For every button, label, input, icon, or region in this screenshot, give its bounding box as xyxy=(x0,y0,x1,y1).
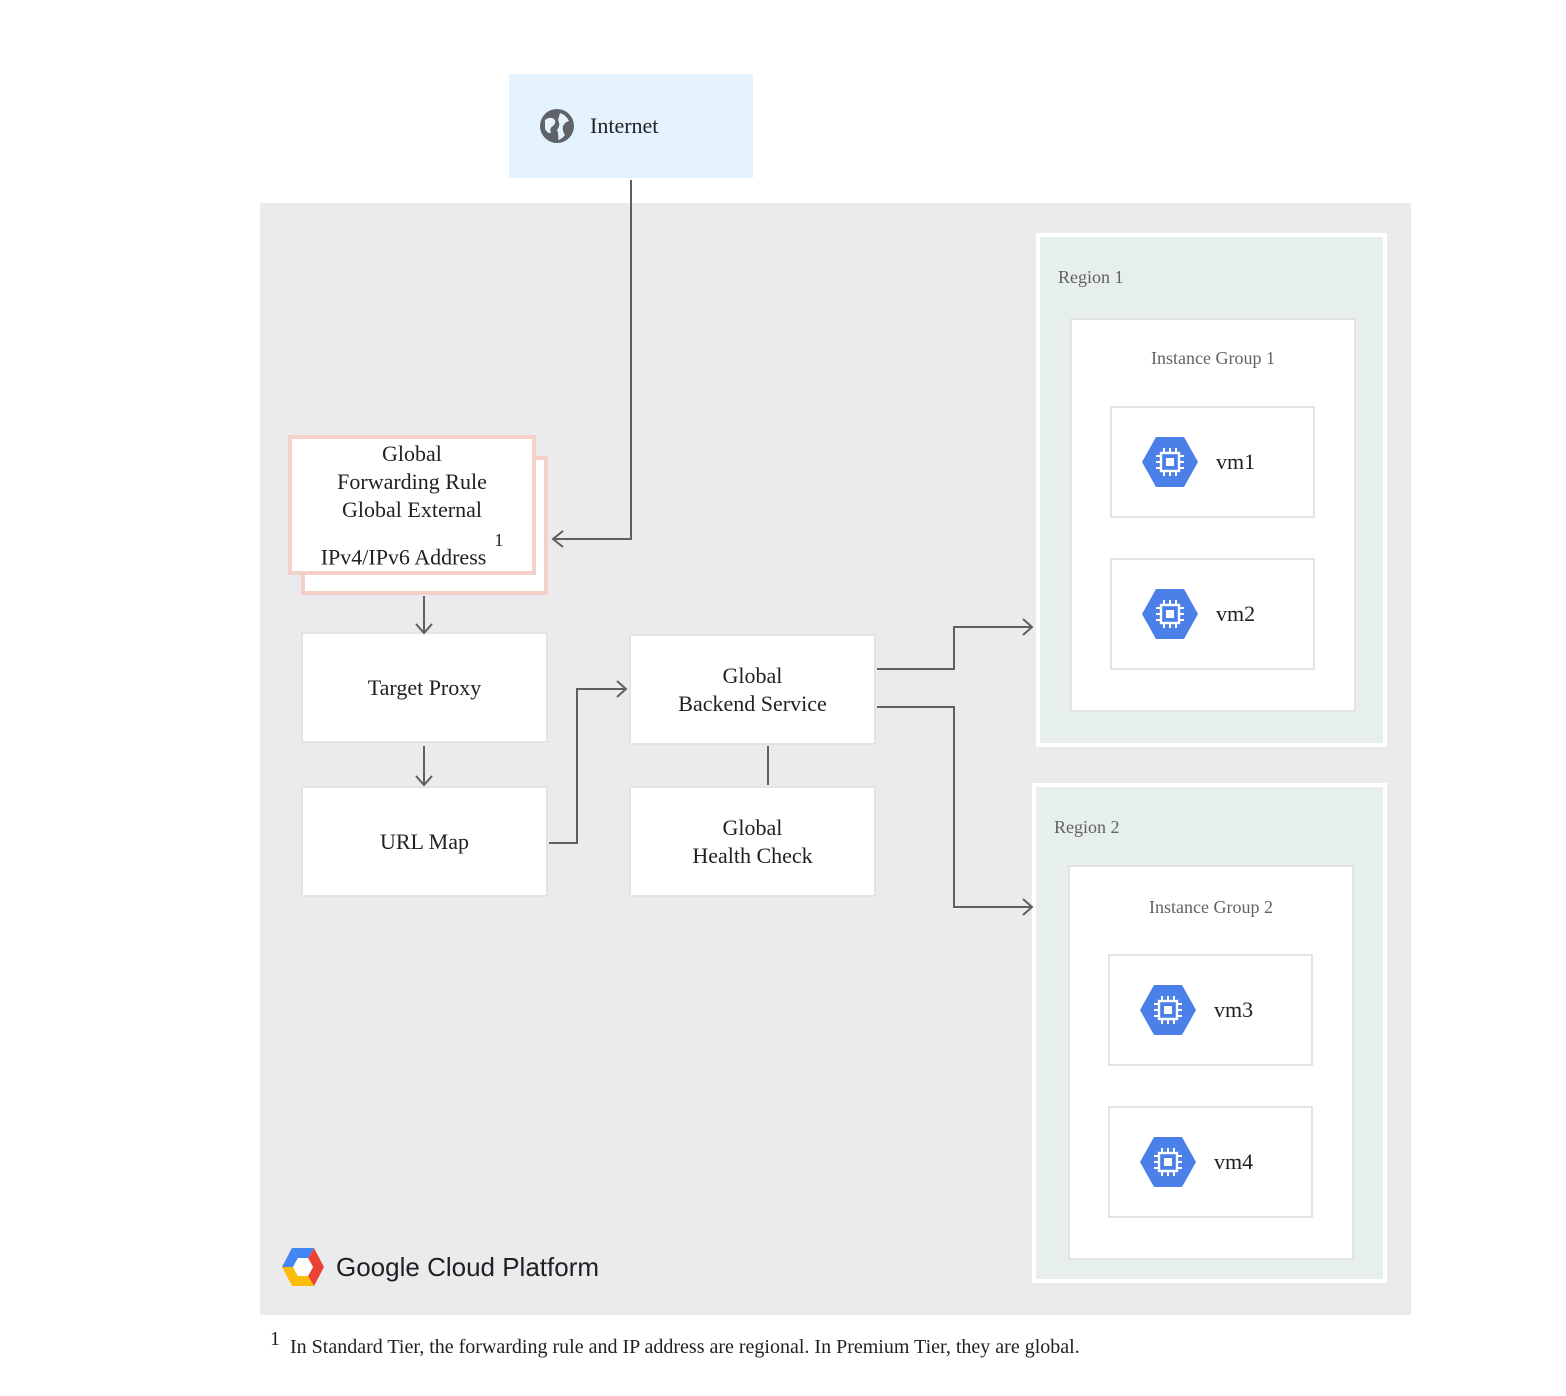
compute-engine-icon xyxy=(1140,985,1196,1035)
region-1-label: Region 1 xyxy=(1058,267,1124,287)
forwarding-rule-address-row: IPv4/IPv6 Address 1 xyxy=(292,530,532,571)
instance-group-2-label: Instance Group 2 xyxy=(1149,897,1273,917)
gcp-brand-label: Google Cloud Platform xyxy=(336,1251,600,1282)
health-check-line1: Global xyxy=(722,814,783,840)
forwarding-rule-footnote-mark: 1 xyxy=(494,530,504,550)
arrowhead xyxy=(1022,618,1034,636)
backend-service-line1: Global xyxy=(722,662,783,688)
vm-node: vm2 xyxy=(1110,558,1315,670)
gcp-brand: Google Cloud Platform xyxy=(280,1246,599,1288)
instance-group-1-label: Instance Group 1 xyxy=(1151,348,1275,368)
forwarding-rule-line1: Global xyxy=(382,441,442,466)
vm-label: vm1 xyxy=(1216,449,1256,474)
arrowhead xyxy=(551,530,564,548)
arrowhead xyxy=(1022,898,1034,916)
backend-service-to-region-2-arrow xyxy=(877,706,1032,908)
vm-node: vm4 xyxy=(1108,1106,1313,1218)
footnote-mark: 1 xyxy=(270,1328,280,1350)
target-proxy-node: Target Proxy xyxy=(301,632,548,743)
internet-label: Internet xyxy=(590,113,659,138)
forwarding-rule-line2: Forwarding Rule xyxy=(337,469,487,494)
backend-service-line2: Backend Service xyxy=(678,690,827,716)
forwarding-rule-node xyxy=(288,435,536,575)
url-map-label: URL Map xyxy=(379,828,469,854)
region-1: Region 1 Instance Group 1 vm1 vm2 xyxy=(1036,233,1387,747)
health-check-node: Global Health Check xyxy=(629,786,876,897)
internet-node: Internet xyxy=(509,74,753,178)
arrowhead xyxy=(415,775,433,787)
vm-node: vm1 xyxy=(1110,406,1315,518)
forwarding-rule-line4: IPv4/IPv6 Address xyxy=(320,544,487,570)
url-map-node: URL Map xyxy=(301,786,548,897)
backend-service-node: Global Backend Service xyxy=(629,634,876,745)
target-proxy-label: Target Proxy xyxy=(367,674,482,700)
arrowhead xyxy=(616,680,628,698)
gcp-logo-icon xyxy=(282,1248,324,1286)
vm-label: vm2 xyxy=(1216,601,1256,626)
vm-label: vm4 xyxy=(1214,1149,1254,1174)
backend-service-to-region-1-arrow xyxy=(877,626,1032,670)
region-2: Region 2 Instance Group 2 vm3 vm4 xyxy=(1032,783,1387,1283)
compute-engine-icon xyxy=(1142,437,1198,487)
forwarding-rule-text: Global Forwarding Rule Global External I… xyxy=(292,440,532,571)
vm-node: vm3 xyxy=(1108,954,1313,1066)
health-check-line2: Health Check xyxy=(692,842,813,868)
compute-engine-icon xyxy=(1142,589,1198,639)
instance-group-2: Instance Group 2 vm3 vm4 xyxy=(1068,865,1354,1260)
footnote-text: In Standard Tier, the forwarding rule an… xyxy=(290,1336,1080,1358)
arrowhead xyxy=(415,623,433,635)
region-2-label: Region 2 xyxy=(1054,817,1120,837)
footnote: 1 In Standard Tier, the forwarding rule a… xyxy=(270,1328,1080,1359)
instance-group-1: Instance Group 1 vm1 vm2 xyxy=(1070,318,1356,712)
url-map-to-backend-service-arrow xyxy=(549,688,626,844)
globe-icon xyxy=(540,109,574,143)
vm-label: vm3 xyxy=(1214,997,1254,1022)
internet-to-forwarding-rule-arrow xyxy=(553,180,632,540)
compute-engine-icon xyxy=(1140,1137,1196,1187)
forwarding-rule-line3: Global External xyxy=(342,497,482,522)
